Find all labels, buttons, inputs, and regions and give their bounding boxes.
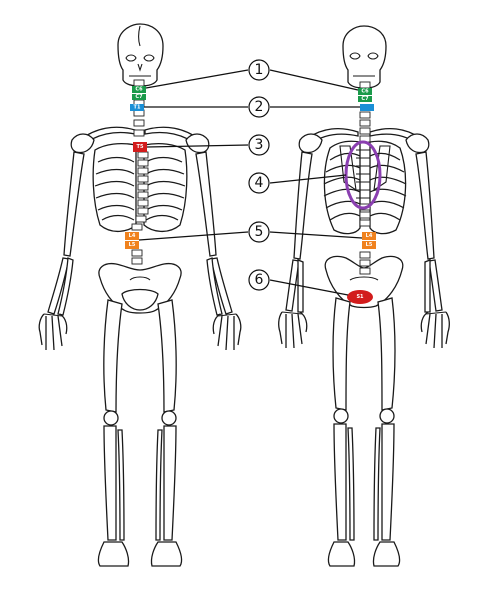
marker-5: 5 [248,221,270,243]
back-spine [359,81,371,275]
svg-text:2: 2 [255,99,264,115]
svg-text:6: 6 [255,272,264,288]
back-skeleton: C6 C7 L4 L5 S1 [278,25,450,567]
front-left-femur [103,299,123,413]
leader-lines [138,69,363,296]
front-spine [131,79,149,265]
back-tag-l4: L4 [362,232,376,240]
marker-3: 3 [248,134,270,156]
front-tag-t5: T5 [133,142,147,152]
back-tag-c6: C6 [358,88,372,95]
svg-text:C6: C6 [361,89,369,95]
marker-2: 2 [248,96,270,118]
svg-text:5: 5 [255,224,264,240]
back-ribcage [323,140,361,235]
front-tag-c6: C6 [132,86,146,93]
svg-text:3: 3 [255,137,264,153]
front-tag-l4: L4 [125,232,139,240]
svg-text:4: 4 [255,175,264,191]
back-tag-l5: L5 [362,241,376,249]
svg-text:S1: S1 [356,294,364,300]
front-skeleton: C6 C7 T1 T5 L4 L5 [38,23,242,567]
marker-6: 6 [248,269,270,291]
back-skull [342,25,387,89]
svg-text:T1: T1 [134,105,141,111]
svg-text:1: 1 [255,62,264,78]
front-ribcage [92,143,137,233]
marker-4: 4 [248,172,270,194]
svg-text:L4: L4 [366,233,373,239]
svg-text:C7: C7 [135,94,143,100]
svg-text:L5: L5 [129,242,136,248]
svg-text:C7: C7 [361,96,369,102]
svg-text:L4: L4 [129,233,136,239]
svg-text:C6: C6 [135,87,143,93]
front-tag-c7: C7 [132,94,146,100]
svg-text:T5: T5 [137,144,144,150]
front-tag-l5: L5 [125,241,139,249]
back-tag-t1 [360,104,374,111]
back-tag-s1: S1 [347,290,373,304]
back-tag-c7: C7 [358,96,372,102]
svg-text:L5: L5 [366,242,373,248]
front-tag-t1: T1 [130,104,144,111]
marker-1: 1 [248,59,270,81]
front-pelvis [98,262,182,314]
front-skull [117,23,164,87]
